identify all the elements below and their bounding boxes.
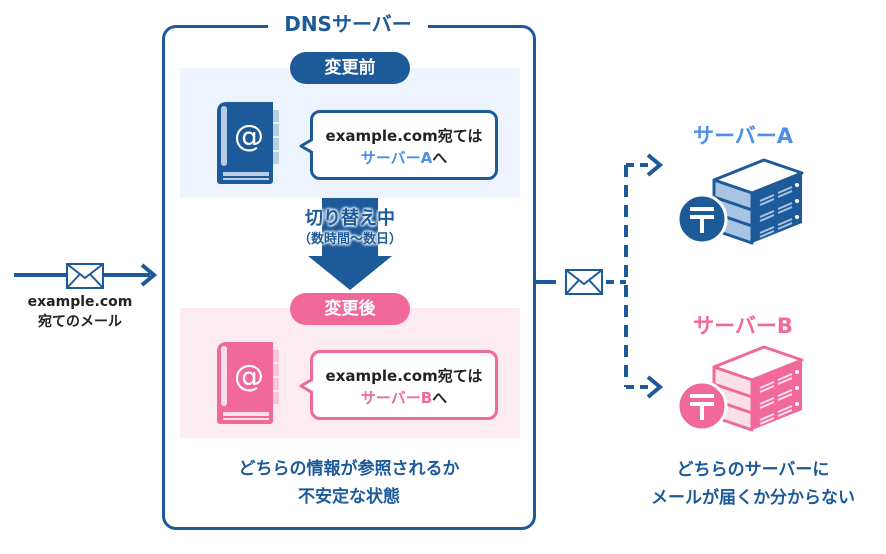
bubble-tail-a (299, 138, 313, 154)
incoming-mail-arrow (14, 263, 158, 289)
before-bubble-suffix: へ (432, 149, 448, 167)
incoming-mail-desc: 宛てのメール (38, 314, 122, 330)
down-arrow-icon (308, 198, 392, 290)
after-bubble-target: サーバーBへ (313, 387, 495, 409)
dns-caption-line2: 不安定な状態 (298, 487, 400, 507)
before-speech-bubble: example.com宛ては サーバーAへ (310, 110, 498, 180)
incoming-mail-label: example.com 宛てのメール (10, 292, 150, 332)
right-caption-line1: どちらのサーバーに (676, 460, 830, 480)
after-bubble-server: サーバーB (360, 389, 433, 407)
dns-caption: どちらの情報が参照されるか 不安定な状態 (162, 455, 536, 511)
mail-server-icon (676, 345, 804, 432)
svg-text:@: @ (234, 119, 264, 154)
outgoing-branch (536, 153, 664, 399)
after-speech-bubble: example.com宛ては サーバーBへ (310, 350, 498, 420)
address-book-icon: @ (217, 102, 279, 184)
before-bubble-target: サーバーAへ (313, 147, 495, 169)
server-b-label: サーバーB (693, 314, 793, 338)
switching-main: 切り替え中 (305, 208, 395, 229)
after-label: 変更後 (290, 293, 410, 325)
mail-server-icon (676, 158, 804, 245)
envelope-icon (565, 269, 603, 295)
bubble-tail-b (299, 378, 313, 394)
right-caption: どちらのサーバーに メールが届くか分からない (620, 456, 886, 512)
before-bubble-server: サーバーA (360, 149, 433, 167)
server-a-label: サーバーA (692, 124, 794, 148)
incoming-mail-domain: example.com (27, 294, 133, 310)
switching-label: 切り替え中 （数時間〜数日） (270, 207, 430, 249)
after-bubble-domain: example.com宛ては (325, 367, 483, 385)
dns-server-title: DNSサーバー (268, 9, 428, 39)
before-bubble-domain: example.com宛ては (325, 127, 483, 145)
switching-duration: （数時間〜数日） (297, 232, 402, 247)
address-book-icon: @ (217, 342, 279, 424)
envelope-icon (66, 263, 104, 289)
svg-text:@: @ (234, 359, 264, 394)
dns-caption-line1: どちらの情報が参照されるか (238, 459, 460, 479)
before-label: 変更前 (290, 52, 410, 84)
right-caption-line2: メールが届くか分からない (651, 488, 855, 508)
after-bubble-suffix: へ (432, 389, 448, 407)
